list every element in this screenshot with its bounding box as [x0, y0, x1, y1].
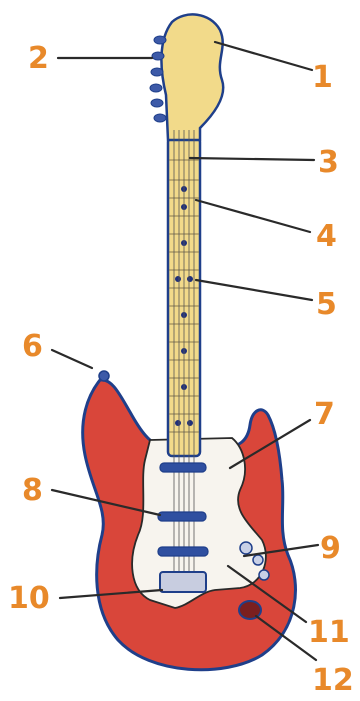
tone-knob-2: [259, 570, 269, 580]
middle-pickup: [158, 512, 206, 521]
label-6: 6: [22, 329, 43, 364]
label-8: 8: [22, 473, 43, 508]
label-10: 10: [8, 581, 50, 616]
neck-pickup: [160, 463, 206, 472]
volume-knob: [240, 542, 252, 554]
label-4: 4: [316, 219, 337, 254]
label-12: 12: [312, 663, 354, 698]
label-11: 11: [308, 615, 350, 650]
tone-knob-1: [253, 555, 263, 565]
bridge-pickup: [158, 547, 208, 556]
label-9: 9: [320, 531, 341, 566]
bridge: [160, 572, 206, 592]
label-3: 3: [318, 145, 339, 180]
label-2: 2: [28, 41, 49, 76]
label-5: 5: [316, 287, 337, 322]
label-1: 1: [312, 60, 333, 95]
label-7: 7: [314, 397, 335, 432]
strap-button: [99, 371, 109, 381]
headstock: [161, 14, 223, 140]
